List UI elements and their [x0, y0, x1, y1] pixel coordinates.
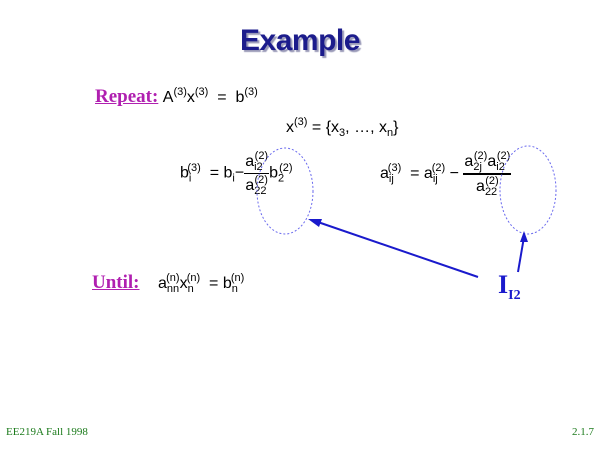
equation-2: x(3) = {x3, …, xn}: [286, 116, 399, 139]
arrowhead-left: [308, 219, 322, 227]
equation-until: ann(n)xn(n) = bn(n): [157, 272, 245, 295]
footer-course: EE219A Fall 1998: [6, 426, 88, 438]
equation-a-update: aij(3) = aij(2) − a2j(2)ai2(2)a22(2): [380, 150, 512, 198]
equation-1: A(3)x(3) = b(3): [162, 86, 258, 106]
footer-slide-number: 2.1.7: [572, 426, 594, 438]
slide-title: Example: [240, 24, 360, 57]
until-row: Until: ann(n)xn(n) = bn(n): [92, 272, 244, 295]
arrow-right: [517, 236, 525, 273]
highlight-ellipse-left: [256, 147, 314, 235]
annotation-label: II2: [498, 270, 521, 303]
arrowhead-right: [520, 231, 528, 242]
repeat-label: Repeat:: [95, 86, 159, 107]
equation-b-update: bi(3) = bi−ai2(2)a22(2)b2(2): [180, 150, 293, 197]
until-label: Until:: [92, 272, 140, 293]
highlight-ellipse-right: [499, 145, 557, 235]
repeat-row: Repeat: A(3)x(3) = b(3): [95, 86, 258, 108]
arrow-left: [311, 219, 479, 278]
